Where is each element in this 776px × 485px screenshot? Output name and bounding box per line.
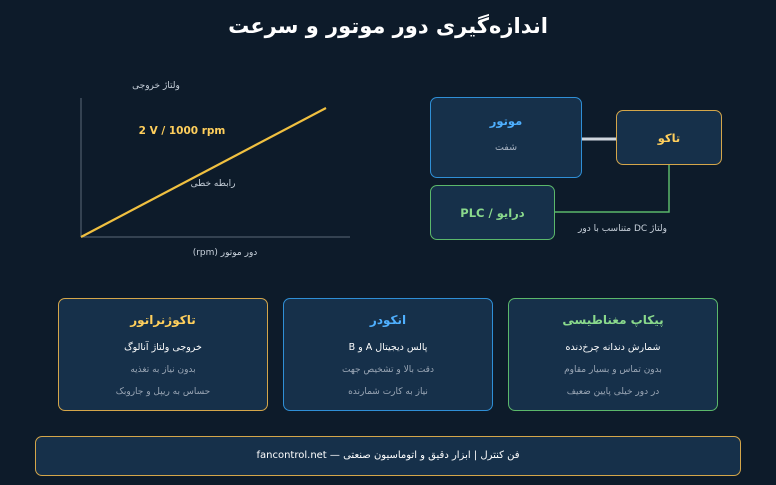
line-label: رابطه خطی — [191, 179, 236, 189]
card-line: دقت بالا و تشخیص جهت — [342, 365, 434, 375]
rate-label: 2 V / 1000 rpm — [139, 125, 226, 137]
card-magnetic-pickup: پیکاپ مغناطیسی شمارش دندانه چرخ‌دنده بدو… — [508, 298, 718, 411]
card-encoder: انکودر پالس دیجیتال A و B دقت بالا و تشخ… — [283, 298, 493, 411]
card-line: شمارش دندانه چرخ‌دنده — [565, 342, 661, 353]
card-line: پالس دیجیتال A و B — [348, 342, 428, 353]
motor-title: موتور — [489, 114, 523, 128]
drive-plc-box: درایو / PLC — [430, 185, 555, 240]
card-title: انکودر — [369, 313, 407, 327]
card-line: بدون تماس و بسیار مقاوم — [564, 365, 662, 375]
card-line: نیاز به کارت شمارنده — [348, 387, 428, 397]
drive-title: درایو / PLC — [460, 206, 525, 220]
card-line: در دور خیلی پایین ضعیف — [566, 387, 660, 397]
x-axis-label: دور موتور (rpm) — [193, 248, 258, 258]
y-axis-label: ولتاژ خروجی — [132, 81, 180, 91]
motor-box: موتور شفت — [430, 97, 582, 178]
motor-subtitle: شفت — [494, 142, 518, 153]
signal-label: ولتاژ DC متناسب با دور — [578, 224, 667, 234]
card-line: حساس به ریپل و جاروبک — [115, 387, 211, 397]
footer-banner: فن کنترل | ابزار دقیق و اتوماسیون صنعتی … — [35, 436, 741, 476]
card-title: پیکاپ مغناطیسی — [562, 313, 664, 327]
linear-trend-line — [80, 107, 327, 238]
voltage-rpm-graph: ولتاژ خروجی 2 V / 1000 rpm رابطه خطی دور… — [80, 81, 350, 258]
page-title: اندازه‌گیری دور موتور و سرعت — [228, 14, 548, 38]
tacho-title: تاکو — [657, 131, 681, 145]
card-tachogenerator: تاکوژنراتور خروجی ولتاژ آنالوگ بدون نیاز… — [58, 298, 268, 411]
card-line: خروجی ولتاژ آنالوگ — [124, 342, 202, 353]
tacho-box: تاکو — [616, 110, 722, 165]
card-line: بدون نیاز به تغذیه — [130, 365, 196, 375]
card-title: تاکوژنراتور — [130, 313, 196, 327]
